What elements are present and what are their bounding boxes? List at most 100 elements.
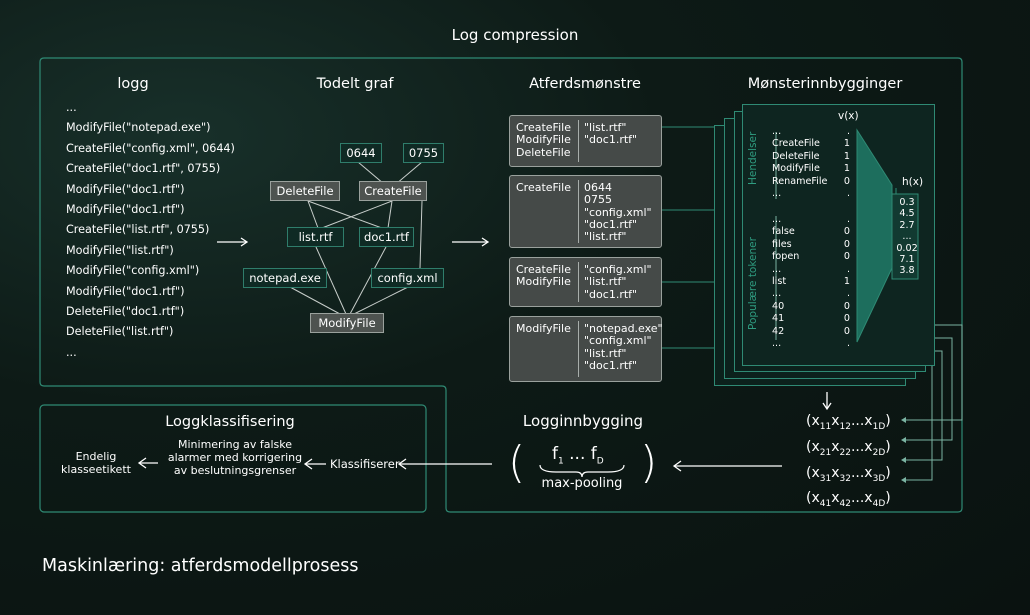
vector-text: ...x: [850, 464, 873, 481]
token-row: ....: [772, 264, 850, 276]
left-paren: (: [508, 437, 526, 488]
log-line: CreateFile("list.rtf", 0755): [66, 223, 210, 237]
vector-text: x: [831, 438, 840, 455]
token-row: files 0: [772, 239, 850, 251]
log-line: DeleteFile("doc1.rtf"): [66, 305, 185, 319]
vector-text: (x: [806, 438, 820, 455]
vector-sub: 41: [819, 499, 832, 510]
event-count: .: [846, 188, 850, 200]
f-dots: ...: [563, 444, 591, 464]
pattern-box: ModifyFile "notepad.exe" "config.xml" "l…: [509, 316, 663, 382]
event-count: .: [846, 126, 850, 137]
token-name: ...: [772, 288, 782, 300]
graph-node-deletefile: DeleteFile: [270, 181, 340, 201]
event-name: ...: [772, 126, 782, 137]
event-name: ModifyFile: [772, 163, 820, 175]
token-row: ....: [772, 338, 850, 350]
vector-text: ): [885, 464, 891, 481]
graph-node-notepad: notepad.exe: [243, 268, 327, 288]
hx-values: 0.3 4.5 2.7 ... 0.02 7.1 3.8: [895, 197, 919, 277]
event-row: DeleteFile 1: [772, 151, 850, 163]
token-name: ...: [772, 214, 782, 225]
column-patterns-title: Atferdsmønstre: [529, 76, 641, 92]
log-line: CreateFile("doc1.rtf", 0755): [66, 162, 221, 176]
hx-value: 0.02: [896, 242, 918, 254]
final-label: Endelig klasseetikett: [61, 450, 131, 476]
vector-sub: 32: [839, 473, 851, 484]
f-sub: 1: [558, 456, 564, 467]
token-count: 0: [843, 238, 850, 250]
log-line: ...: [66, 345, 77, 359]
token-count: 0: [843, 251, 850, 263]
vector-sub: 4D: [872, 499, 886, 510]
column-log-title: logg: [117, 76, 149, 92]
vector-text: (x: [806, 490, 820, 507]
pattern-box: CreateFile ModifyFile DeleteFile "list.r…: [509, 115, 662, 167]
token-count: .: [846, 338, 850, 350]
vector-row: (x11x12...x1D): [806, 411, 891, 437]
log-line: ModifyFile("notepad.exe"): [66, 121, 211, 135]
event-count: 0: [843, 175, 850, 187]
token-count: .: [846, 214, 850, 225]
feature-range: f1 ... fD: [552, 444, 604, 466]
tokens-label: Populære tokener: [747, 237, 759, 330]
token-count: 0: [843, 313, 850, 325]
pattern-box: CreateFile 0644 0755 "config.xml" "doc1.…: [509, 175, 662, 248]
hx-label: h(x): [902, 176, 924, 188]
vector-text: (x: [806, 464, 820, 481]
graph-node-doc1rtf: doc1.rtf: [359, 227, 414, 247]
vector-sub: 42: [839, 499, 851, 510]
hx-value: 4.5: [899, 208, 915, 220]
classification-title: Loggklassifisering: [165, 414, 295, 430]
vector-sub: 1D: [872, 421, 886, 432]
vector-text: ...x: [850, 438, 873, 455]
log-list: ... ModifyFile("notepad.exe") CreateFile…: [66, 98, 235, 363]
token-name: files: [772, 238, 792, 250]
log-line: ModifyFile("doc1.rtf"): [66, 182, 185, 196]
event-row: ....: [772, 126, 850, 138]
hx-value: 0.3: [899, 197, 915, 208]
vector-row: (x41x42...x4D): [806, 488, 891, 514]
footer-caption: Maskinlæring: atferdsmodellprosess: [42, 556, 359, 576]
token-count: .: [846, 288, 850, 300]
hx-value: 3.8: [899, 265, 915, 277]
vector-sub: 12: [839, 421, 851, 432]
vector-list: (x11x12...x1D) (x21x22...x2D) (x31x32...…: [806, 411, 891, 514]
token-count: 0: [843, 300, 850, 312]
event-name: DeleteFile: [772, 150, 820, 162]
graph-node-createfile: CreateFile: [359, 181, 427, 201]
pattern-events: CreateFile: [516, 181, 571, 194]
token-name: 42: [772, 325, 785, 337]
vector-sub: 2D: [872, 447, 886, 458]
hx-value: 7.1: [899, 254, 915, 266]
token-row: ....: [772, 214, 850, 226]
event-count: 1: [843, 150, 850, 162]
event-name: ...: [772, 188, 782, 200]
vector-text: x: [831, 490, 840, 507]
vector-text: ): [885, 438, 891, 455]
right-paren: ): [640, 437, 658, 488]
log-line: ModifyFile("doc1.rtf"): [66, 203, 185, 217]
vector-row: (x21x22...x2D): [806, 437, 891, 463]
token-count: 1: [843, 276, 850, 288]
log-line: DeleteFile("list.rtf"): [66, 325, 174, 339]
event-name: CreateFile: [772, 138, 820, 150]
event-count: 1: [843, 138, 850, 150]
vx-label: v(x): [838, 110, 859, 122]
log-embedding-title: Logginnbygging: [522, 412, 644, 430]
log-line: ...: [66, 101, 77, 114]
vector-sub: 22: [839, 447, 851, 458]
event-row: ....: [772, 188, 850, 200]
header-title: Log compression: [451, 26, 579, 44]
vector-text: ): [885, 413, 891, 429]
